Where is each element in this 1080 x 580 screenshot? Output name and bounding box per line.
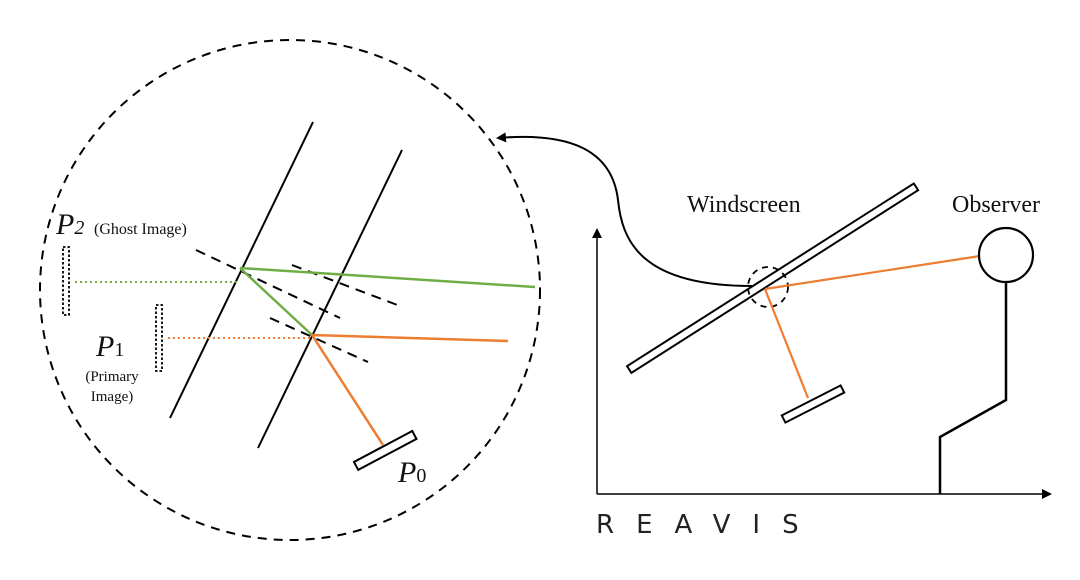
windscreen-label: Windscreen <box>687 192 801 218</box>
ghost-ray-internal <box>239 267 313 336</box>
primary-ray-outgoing <box>311 333 509 343</box>
ghost-ray-outgoing <box>239 266 536 289</box>
primary-image-marker <box>155 304 163 372</box>
schematic-ray-to-observer <box>764 254 981 291</box>
zoom-connector-arrow <box>496 132 753 287</box>
p1-caption-line1: (Primary <box>85 369 139 385</box>
source-plate-p0 <box>352 429 418 472</box>
p1-caption-line2: Image) <box>91 389 133 405</box>
glass-surface-inner <box>257 149 403 449</box>
reavis-logo: REAVIS <box>596 510 821 540</box>
p2-label: P2 <box>55 208 84 241</box>
observer-body <box>938 282 1008 494</box>
ghost-image-marker <box>62 246 70 316</box>
surface-normal-1 <box>195 249 341 319</box>
p0-label: P0 <box>397 456 426 489</box>
p1-label: P1 <box>95 330 124 363</box>
observer-head <box>977 226 1035 284</box>
p2-caption: (Ghost Image) <box>94 221 187 238</box>
observer-label: Observer <box>952 192 1040 218</box>
hud-source-plate <box>780 384 846 424</box>
schematic-ray-from-source <box>763 288 810 399</box>
surface-normal-3 <box>269 317 369 363</box>
zoom-region-circle <box>747 266 789 308</box>
magnified-view-circle <box>39 39 541 541</box>
primary-ray-from-source <box>310 334 385 446</box>
windscreen-glass <box>625 182 920 375</box>
